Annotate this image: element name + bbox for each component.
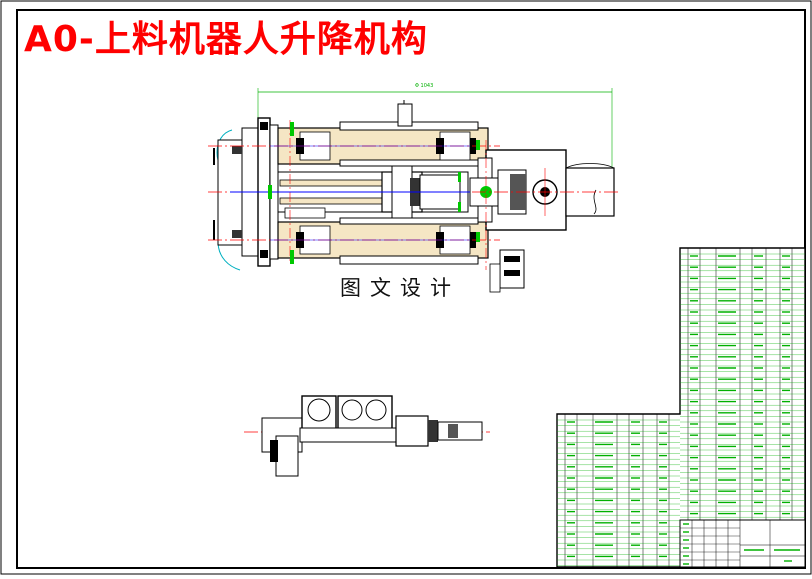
main-assembly-view: Φ 1043 bbox=[208, 83, 620, 293]
watermark-text: 图文设计 bbox=[338, 272, 462, 302]
title-block-parts-list bbox=[556, 247, 806, 568]
svg-text:Φ 1043: Φ 1043 bbox=[415, 83, 433, 89]
side-view bbox=[244, 395, 490, 477]
drawing-title: A0-上料机器人升降机构 bbox=[24, 19, 428, 60]
